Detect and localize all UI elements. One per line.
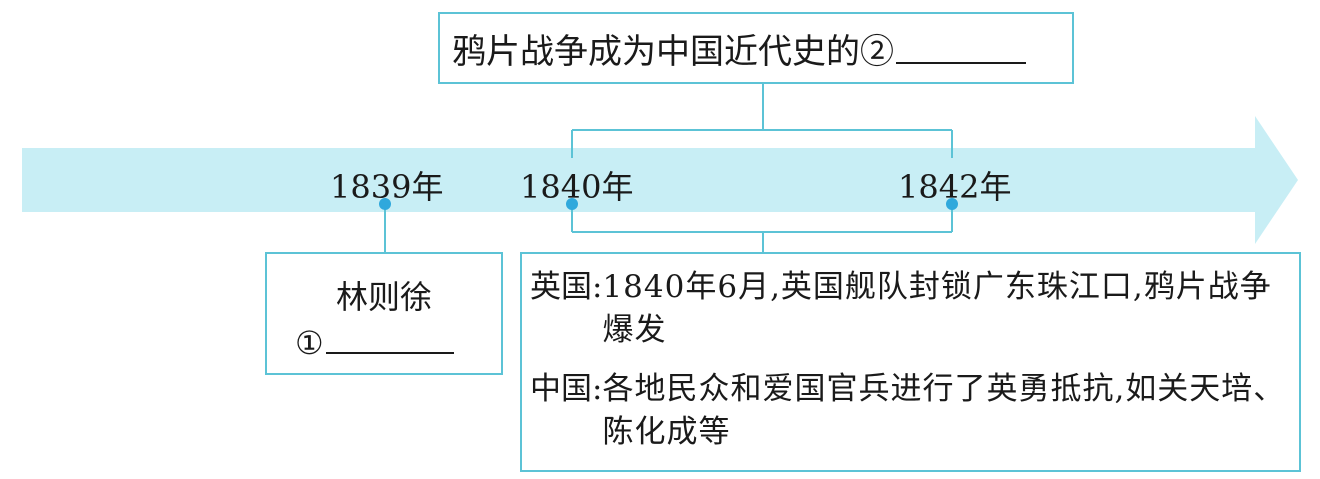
timeline-arrow [22,116,1298,244]
dot-1839 [379,198,391,210]
answer-blank-1 [325,322,454,354]
year-label-1842: 1842年 [898,168,1012,206]
year-label-1839: 1839年 [330,168,444,206]
dot-1842 [946,198,958,210]
entry-britain: 英国: 1840年6月,英国舰队封锁广东珠江口,鸦片战争爆发 [530,266,1291,352]
answer-blank-2 [896,32,1026,64]
blank-marker-1: ① [295,324,324,362]
entry-china-colon: : [592,371,603,407]
top-box-text: 鸦片战争成为中国近代史的② [452,31,894,72]
answer-line-1: ① [295,322,454,362]
top-box: 鸦片战争成为中国近代史的② [438,12,1074,84]
left-box: 林则徐 ① [265,252,503,375]
person-name: 林则徐 [335,278,432,316]
entry-britain-label: 英国 [530,269,592,305]
right-box: 英国: 1840年6月,英国舰队封锁广东珠江口,鸦片战争爆发 中国: 各地民众和… [520,252,1301,472]
dot-1840 [566,198,578,210]
year-label-1840: 1840年 [520,168,634,206]
entry-china: 中国: 各地民众和爱国官兵进行了英勇抵抗,如关天培、陈化成等 [530,368,1291,454]
entry-china-text: 各地民众和爱国官兵进行了英勇抵抗,如关天培、陈化成等 [602,371,1286,450]
entry-britain-text: 1840年6月,英国舰队封锁广东珠江口,鸦片战争爆发 [602,269,1272,348]
entry-britain-colon: : [592,269,603,305]
entry-china-label: 中国 [530,371,592,407]
